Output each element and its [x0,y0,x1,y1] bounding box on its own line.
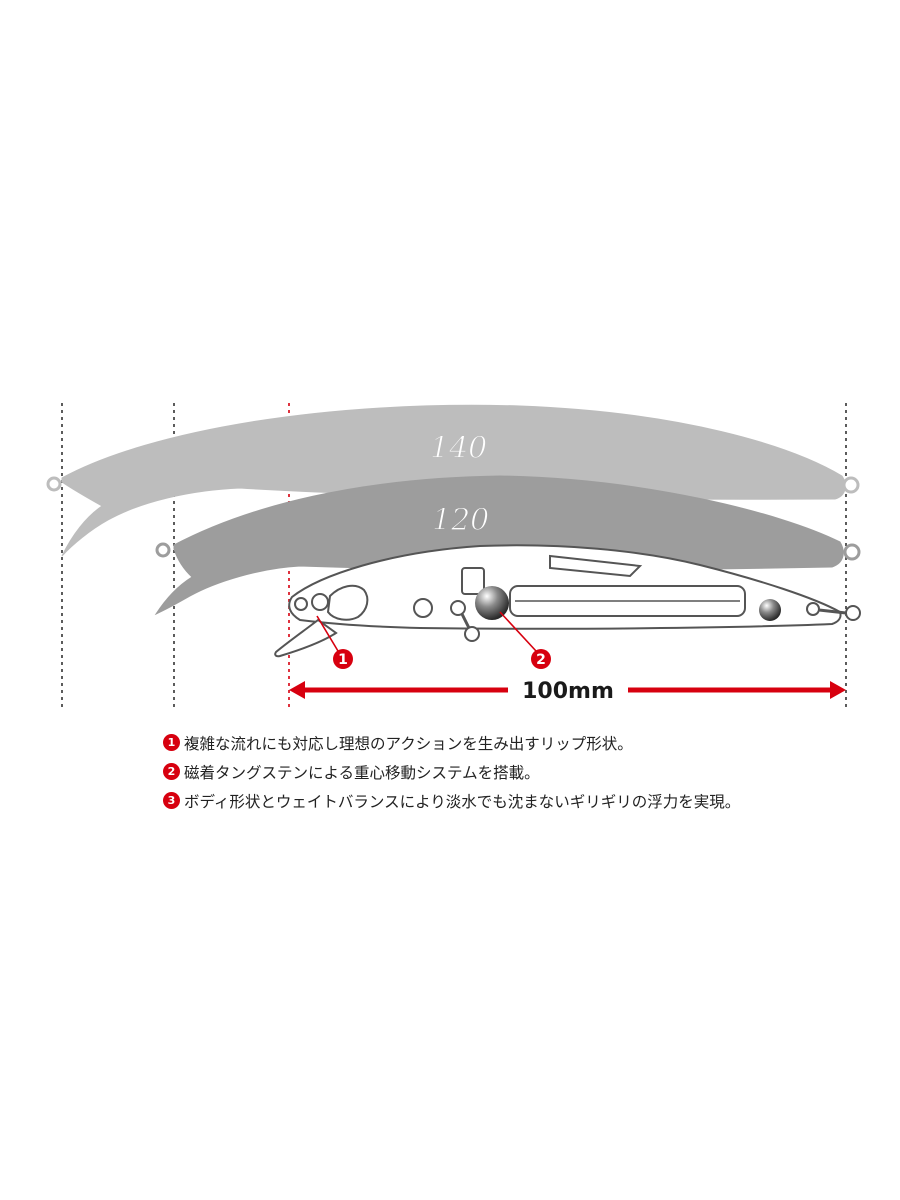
callout-1-badge: 1 [333,649,353,669]
feature-text: 複雑な流れにも対応し理想のアクションを生み出すリップ形状。 [184,734,633,753]
lure-100-lip [274,618,338,658]
dimension-arrowhead-right [830,681,846,699]
feature-number-badge: 1 [163,734,180,751]
rear-weight-ball [759,599,781,621]
callout-1-leader [316,615,339,652]
lure-100-weight-stopper [461,567,485,595]
feature-text: 磁着タングステンによる重心移動システムを搭載。 [184,763,540,782]
lure-100-belly-hook-hanger [450,600,480,642]
lure-140-eyelet-nose [842,476,860,494]
dimension-arrow: 100mm [289,679,846,704]
lure-120-eyelet-nose [843,543,861,561]
lure-140-eyelet-tail [46,476,62,492]
feature-item: 2 磁着タングステンによる重心移動システムを搭載。 [163,757,883,786]
lure-100-nose-eyelet [806,602,861,621]
lure-120-eyelet-tail [155,542,171,558]
feature-number-badge: 2 [163,763,180,780]
lure-100-line-tie [311,593,329,611]
lure-140-size-label: 140 [430,431,487,466]
callout-1-number: 1 [338,652,348,668]
lure-100-outline [274,544,861,658]
callout-2-badge: 2 [531,649,551,669]
lure-120-size-label: 120 [432,503,489,538]
lure-100-front-bore [413,598,433,618]
feature-item: 3 ボディ形状とウェイトバランスにより淡水でも沈まないギリギリの浮力を実現。 [163,786,883,815]
tungsten-weight-ball [475,586,509,620]
feature-text: ボディ形状とウェイトバランスにより淡水でも沈まないギリギリの浮力を実現。 [184,792,741,811]
callout-2-number: 2 [536,652,546,668]
feature-number-badge: 3 [163,792,180,809]
dimension-arrowhead-left [289,681,305,699]
feature-item: 1 複雑な流れにも対応し理想のアクションを生み出すリップ形状。 [163,728,883,757]
lure-100-rear-slot-top [549,554,643,578]
callout-2-leader [499,611,537,652]
dimension-label: 100mm [522,679,614,704]
lure-100-rail [509,585,746,617]
lure-100-tail-ring [294,597,308,611]
feature-list: 1 複雑な流れにも対応し理想のアクションを生み出すリップ形状。 2 磁着タングス… [163,728,883,815]
lure-100-head-chamber [326,584,369,621]
